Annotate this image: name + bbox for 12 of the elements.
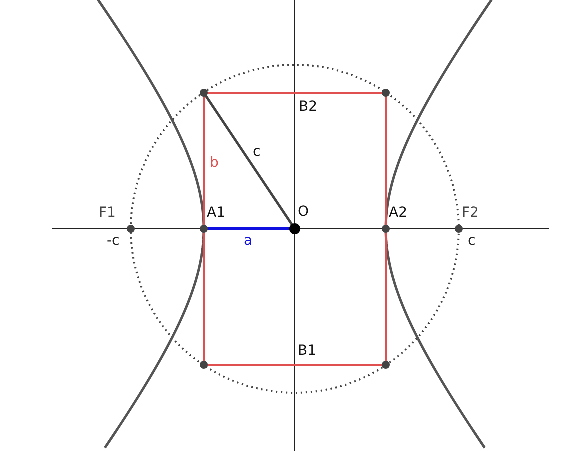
point-label: c bbox=[468, 233, 476, 249]
point-label: F1 bbox=[99, 205, 116, 221]
point-label: O bbox=[298, 204, 310, 220]
segment-label: c bbox=[253, 144, 261, 160]
point-label: B2 bbox=[299, 99, 318, 115]
point-label: B1 bbox=[298, 343, 317, 359]
point-label: A1 bbox=[207, 205, 226, 221]
point-label: A2 bbox=[389, 205, 408, 221]
segment-label: b bbox=[210, 155, 219, 171]
point-label: F2 bbox=[462, 205, 479, 221]
segment-label: a bbox=[244, 233, 253, 249]
point-label: -c bbox=[107, 233, 120, 249]
